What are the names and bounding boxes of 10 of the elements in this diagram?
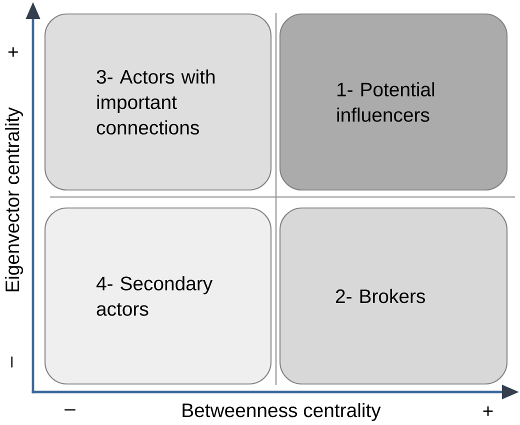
quadrant-box: 1- Potential influencers: [279, 13, 508, 191]
quadrant-box: 2- Brokers: [279, 207, 508, 385]
axis-end-label: –: [64, 409, 76, 411]
quadrant-box: 4- Secondary actors: [44, 207, 272, 385]
axis-title: Betweenness centrality: [182, 402, 381, 422]
axis-title: Eigenvector centrality: [4, 107, 24, 292]
axis-end-label: –: [11, 356, 13, 368]
quadrant-box: 3- Actors with important connections: [44, 13, 272, 191]
axis-end-label: +: [483, 406, 493, 416]
axis-end-label: +: [8, 47, 18, 57]
